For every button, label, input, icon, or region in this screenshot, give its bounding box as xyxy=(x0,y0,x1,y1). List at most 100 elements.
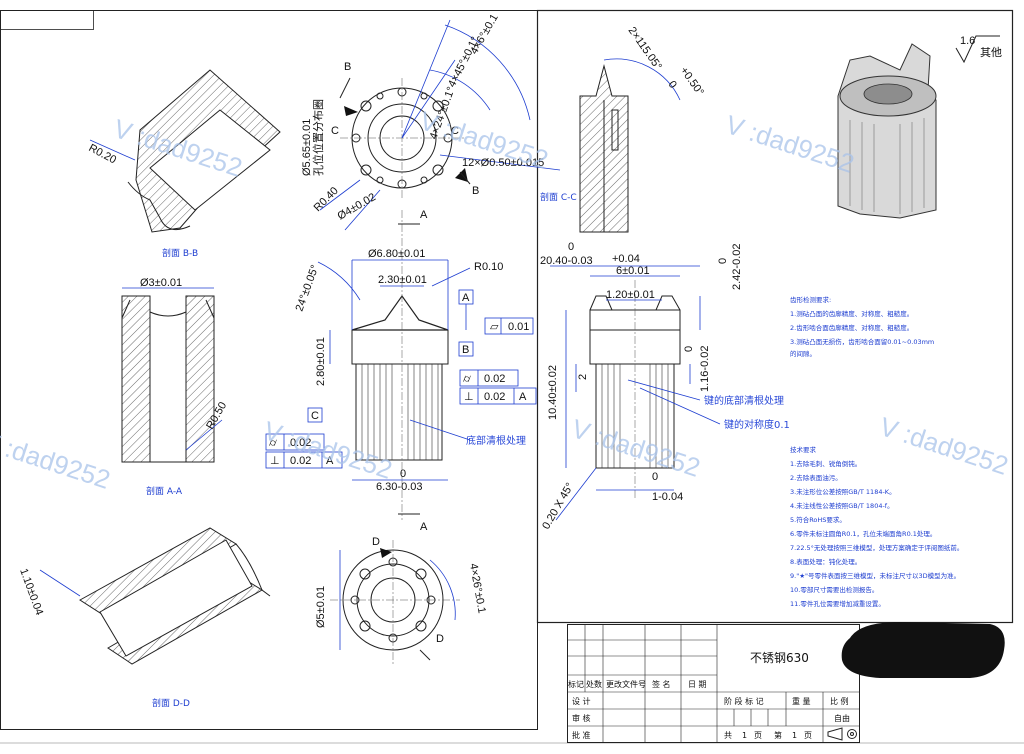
tb-total: 共 xyxy=(724,731,732,740)
gdt-perpendicular: 0.02 xyxy=(484,391,505,403)
datum-a-box: A xyxy=(462,292,470,304)
surface-finish-value: 1.6 xyxy=(960,35,975,47)
cc-tip-tol: +0.50° xyxy=(678,65,706,98)
gdt-perp-ref: A xyxy=(519,391,527,403)
tb-approve: 批 准 xyxy=(572,730,591,740)
tb-sheet: 第 xyxy=(774,730,782,740)
tech-note-2: 2.去除表面油污。 xyxy=(790,473,842,482)
side-top-dim: 1.20±0.01 xyxy=(606,289,655,301)
section-aa-view: Ø3±0.01 R0.50 剖面 A-A xyxy=(121,277,229,497)
gear-note-1: 1.测砧凸面的齿廓精度、对称度、粗糙度。 xyxy=(790,309,913,318)
svg-text:⌭: ⌭ xyxy=(463,373,471,385)
side-width-dim-1: 20.40-0.03 xyxy=(540,255,593,267)
tb-col-sign: 签 名 xyxy=(652,679,671,689)
side-height-right: 2.42-0.02 xyxy=(731,244,743,290)
side-note-key-symmetry: 键的对称度0.1 xyxy=(724,418,790,431)
cc-tip-low: 0 xyxy=(666,79,679,91)
svg-text:▱: ▱ xyxy=(490,321,499,333)
section-bb-label: 剖面 B-B xyxy=(162,247,198,259)
front-top-dim: 2.30±0.01 xyxy=(378,274,427,286)
title-block: 标记 处数 更改文件号 签 名 日 期 设 计 审 核 批 准 不锈钢630 阶… xyxy=(567,624,860,743)
tb-scale: 比 例 xyxy=(830,696,849,706)
surface-finish-symbol: 1.6 其他 xyxy=(955,35,1002,64)
svg-text:⊥: ⊥ xyxy=(270,455,280,467)
gdt-parallel: 0.02 xyxy=(484,373,505,385)
tech-note-4: 4.未注线性公差按照GB/T 1804-f。 xyxy=(790,501,894,510)
top-view-slot-dim: 12×Ø0.50±0.015 xyxy=(462,157,544,169)
side-note-key-relief: 键的底部清根处理 xyxy=(704,394,784,407)
side-bottom-dim: 1-0.04 xyxy=(652,491,683,503)
gdt-perp-ref-2: A xyxy=(326,455,334,467)
dd-height-dim: 1.10±0.04 xyxy=(17,567,45,617)
side-total-height: 10.40±0.02 xyxy=(547,365,559,420)
watermark-5: V :dad9252 xyxy=(260,415,396,485)
tb-material: 不锈钢630 xyxy=(750,651,809,665)
bottom-dia-dim: Ø5±0.01 xyxy=(315,586,327,628)
surface-finish-label: 其他 xyxy=(980,46,1002,59)
tb-review: 审 核 xyxy=(572,713,591,723)
top-view-radius-dim: R0.40 xyxy=(312,185,341,214)
section-aa-label: 剖面 A-A xyxy=(146,485,183,497)
side-view-grooves xyxy=(601,364,669,468)
section-cc-label: 剖面 C-C xyxy=(540,191,577,203)
technical-requirements: 技术要求 1.去除毛刺、锐角倒钝。 2.去除表面油污。 3.未注形位公差按照GB… xyxy=(790,445,963,608)
tb-page: 页 xyxy=(754,731,762,740)
side-height-mid-upper: 0 xyxy=(683,346,695,352)
top-view-angle-dim-2: 4×45°±0.1° xyxy=(446,35,482,89)
side-width-dim-1-upper: 0 xyxy=(568,241,574,253)
gear-note-4: 的间隙。 xyxy=(790,349,816,358)
side-bottom-dim-upper: 0 xyxy=(652,471,658,483)
tb-col-mark: 标记 xyxy=(568,679,584,689)
projection-symbol xyxy=(827,727,857,741)
tech-note-6: 6.零件未标注圆角R0.1，孔位未端面角R0.1处理。 xyxy=(790,529,936,538)
tb-scale-value: 自由 xyxy=(834,713,850,723)
top-view-letter-b2: B xyxy=(472,185,479,197)
gdt-perpendicular-2: 0.02 xyxy=(290,455,311,467)
watermark-7: V :dad9252 xyxy=(876,411,1012,481)
tb-total-n: 1 xyxy=(742,731,747,740)
tech-note-9: 9."★"号零件表面按三维模型，未标注尺寸以3D模型为准。 xyxy=(790,571,960,580)
front-relief-note: 底部清根处理 xyxy=(466,434,526,447)
section-cc-view: 2×115.05° +0.50° 0 剖面 C-C xyxy=(540,25,706,233)
tb-col-count: 处数 xyxy=(586,679,602,689)
top-view-letter-c2: C xyxy=(451,125,459,137)
tb-stage: 阶 段 标 记 xyxy=(724,696,764,706)
tech-note-10: 10.零部尺寸需要出检测报告。 xyxy=(790,585,878,594)
top-view-pitch-label: 孔位位置分布圈 xyxy=(311,99,325,176)
tech-note-11: 11.零件孔位需要增加减重设置。 xyxy=(790,599,885,608)
front-section-letter-a2: A xyxy=(420,521,428,533)
gear-note-0: 齿形检测要求: xyxy=(790,295,831,304)
side-height-mid: 1.16-0.02 xyxy=(699,346,711,392)
front-section-letter-a: A xyxy=(420,209,428,221)
gdt-parallel-2: 0.02 xyxy=(290,437,311,449)
front-view: Ø6.80±0.01 2.30±0.01 R0.10 24°±0.05° 2.8… xyxy=(265,209,537,533)
side-height-right-upper: 0 xyxy=(717,258,729,264)
bottom-view: Ø5±0.01 4×26°±0.1 D D xyxy=(315,536,488,665)
tb-page-2: 页 xyxy=(804,731,812,740)
gear-note-3: 3.测砧凸面无损伤，齿形啮合面留0.01~0.03mm xyxy=(790,337,934,346)
tech-note-0: 技术要求 xyxy=(790,445,817,454)
tb-sheet-n: 1 xyxy=(792,731,797,740)
side-view: 20.40-0.03 0 6±0.01 +0.04 1.20±0.01 2.42… xyxy=(540,241,790,532)
svg-text:⌭: ⌭ xyxy=(269,437,277,449)
tech-note-3: 3.未注形位公差按照GB/T 1184-K。 xyxy=(790,487,896,496)
bottom-letter-d2: D xyxy=(372,536,380,548)
side-chamfer-dim: 0.20 X 45° xyxy=(540,481,576,532)
tb-col-date: 日 期 xyxy=(688,680,707,689)
front-height-dim: 2.80±0.01 xyxy=(315,337,327,386)
gdt-flatness: 0.01 xyxy=(508,321,529,333)
tech-note-1: 1.去除毛刺、锐角倒钝。 xyxy=(790,459,861,468)
front-angle-dim: 24°±0.05° xyxy=(294,263,322,313)
front-od-dim: Ø6.80±0.01 xyxy=(368,248,425,260)
top-view-hole-dim: Ø4±0.02 xyxy=(336,191,378,222)
front-view-grooves xyxy=(361,364,439,460)
bottom-letter-d: D xyxy=(436,633,444,645)
sheet-borders xyxy=(0,9,1024,744)
tech-note-5: 5.符合RoHS要求。 xyxy=(790,515,846,524)
side-width-dim-2: 6±0.01 xyxy=(616,265,650,277)
top-view-pitch-dim: Ø5.65±0.01 xyxy=(301,119,313,176)
watermark-4: V :dad9252 xyxy=(0,425,114,495)
tb-design: 设 计 xyxy=(572,696,591,706)
svg-text:⊥: ⊥ xyxy=(464,391,474,403)
